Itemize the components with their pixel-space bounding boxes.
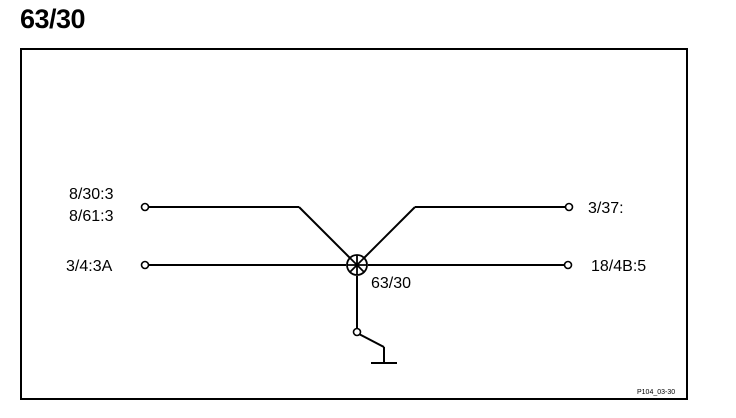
wire-upper-left-diagonal (298, 206, 358, 266)
switch-arm (358, 333, 385, 348)
terminal-middle-right (563, 260, 573, 270)
terminal-upper-right (564, 202, 574, 212)
switch-contact (352, 327, 362, 337)
splice-junction-icon (346, 254, 368, 276)
diagram-frame (20, 48, 688, 400)
label-junction: 63/30 (371, 275, 411, 292)
reference-code: P104_03-30 (637, 389, 675, 396)
label-left-top-1: 8/30:3 (69, 186, 114, 203)
label-right-mid: 18/4B:5 (591, 258, 646, 275)
label-left-mid: 3/4:3A (66, 258, 113, 275)
terminal-upper-left (140, 202, 150, 212)
page-title: 63/30 (20, 4, 86, 34)
label-right-top: 3/37: (588, 200, 624, 217)
wire-upper-right-diagonal (356, 206, 416, 266)
terminal-middle-left (140, 260, 150, 270)
label-left-top-2: 8/61:3 (69, 208, 114, 225)
